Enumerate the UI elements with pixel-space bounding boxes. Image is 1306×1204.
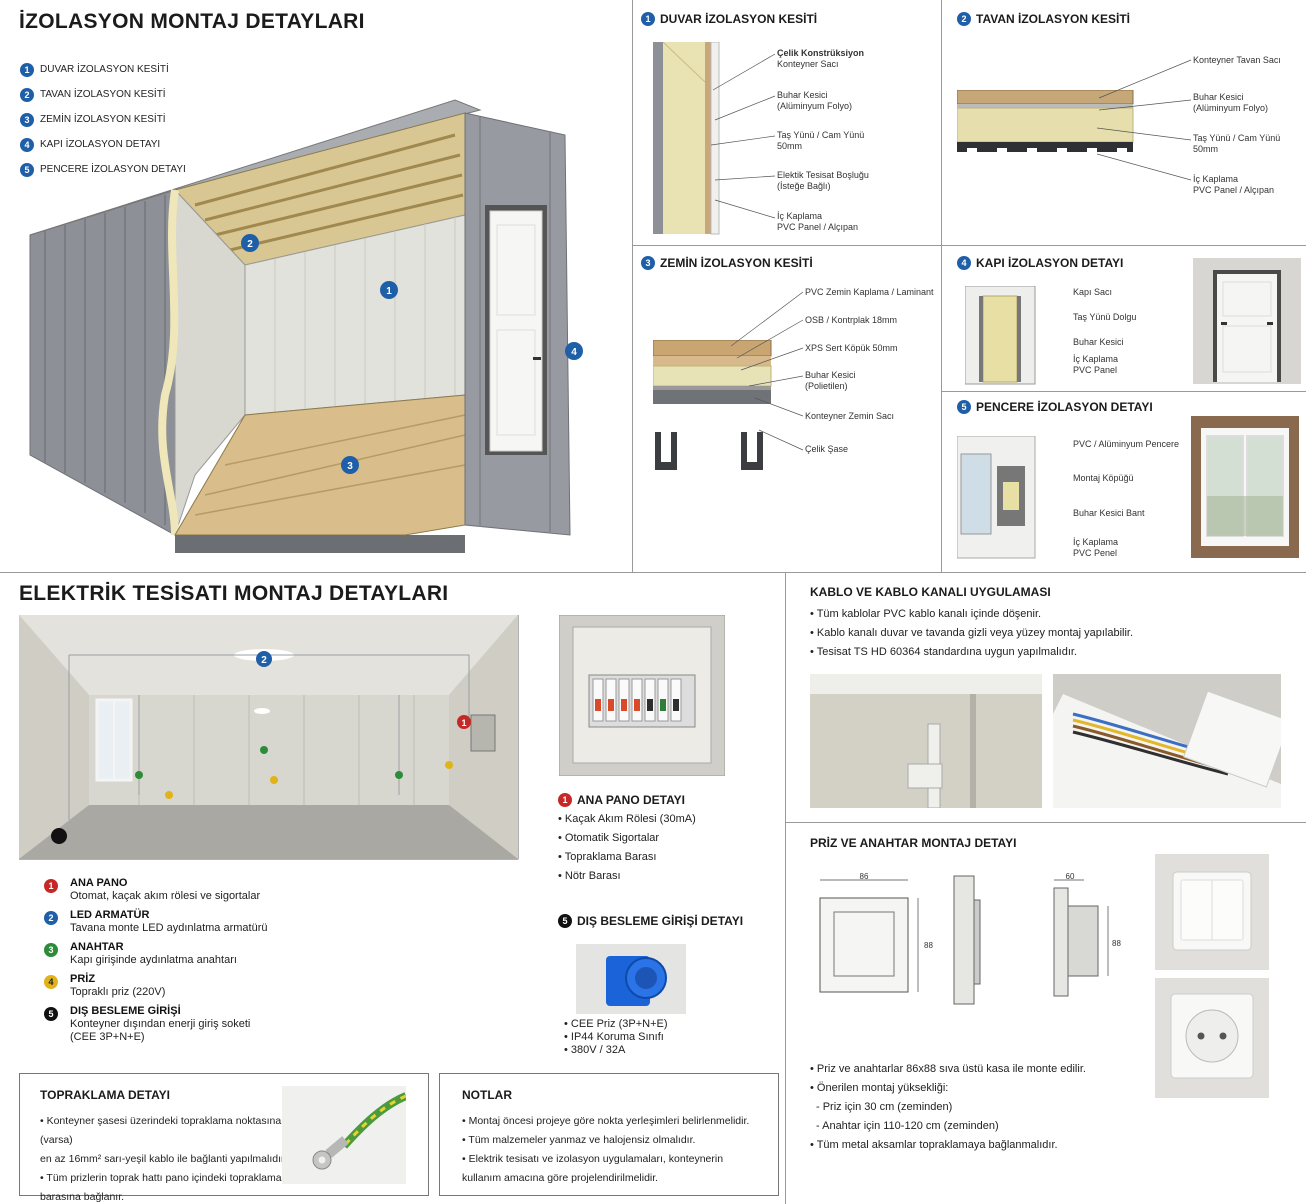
badge-icon: 3 xyxy=(44,943,58,957)
socket-section-title: PRİZ VE ANAHTAR MONTAJ DETAYI xyxy=(810,836,1017,850)
divider xyxy=(632,245,1306,246)
window-section-title: PENCERE İZOLASYON DETAYI xyxy=(976,400,1153,414)
wall-section-title: DUVAR İZOLASYON KESİTİ xyxy=(660,12,818,26)
badge-icon: 1 xyxy=(558,793,572,807)
door-photo xyxy=(1193,258,1301,384)
badge-icon: 5 xyxy=(44,1007,58,1021)
badge-icon: 5 xyxy=(558,914,572,928)
grounding-detail-box: TOPRAKLAMA DETAYI • Konteyner şasesi üze… xyxy=(19,1073,429,1203)
badge-icon: 4 xyxy=(44,975,58,989)
svg-text:3: 3 xyxy=(347,461,353,472)
container-cutaway-illustration: 2 1 3 4 xyxy=(29,99,583,553)
main-panel-photo xyxy=(559,615,725,776)
cee-socket-photo xyxy=(576,944,686,1014)
svg-text:4: 4 xyxy=(571,347,577,358)
divider xyxy=(785,822,1306,823)
svg-text:2: 2 xyxy=(261,655,267,666)
notes-box: NOTLAR • Montaj öncesi projeye göre nokt… xyxy=(439,1073,779,1196)
grounded-socket-photo xyxy=(1155,978,1269,1098)
cable-duct-section: KABLO VE KABLO KANALI UYGULAMASI • Tüm k… xyxy=(810,585,1300,662)
badge-icon: 4 xyxy=(20,137,34,152)
insulation-title: İZOLASYON MONTAJ DETAYLARI xyxy=(19,10,365,33)
floor-section-title: ZEMİN İZOLASYON KESİTİ xyxy=(660,256,813,270)
svg-text:88: 88 xyxy=(924,941,933,950)
socket-dimension-drawing: 86 88 60 88 xyxy=(819,872,1121,1005)
divider xyxy=(941,391,1306,392)
panel-detail-title: ANA PANO DETAYI xyxy=(577,793,686,807)
svg-text:1: 1 xyxy=(461,718,466,728)
badge-icon: 2 xyxy=(44,911,58,925)
svg-text:1: 1 xyxy=(386,286,392,297)
divider xyxy=(941,0,942,572)
leader-lines xyxy=(731,291,804,451)
socket-notes: • Priz ve anahtarlar 86x88 sıva üstü kas… xyxy=(810,1063,1086,1151)
supply-detail-title: DIŞ BESLEME GİRİŞİ DETAYI xyxy=(577,914,744,928)
badge-icon: 1 xyxy=(641,12,655,26)
divider xyxy=(785,573,786,1204)
divider xyxy=(0,572,1306,573)
grounding-cable-photo xyxy=(282,1086,406,1184)
badge-icon: 5 xyxy=(957,400,971,414)
grounding-title: TOPRAKLAMA DETAYI xyxy=(40,1088,171,1102)
leader-lines xyxy=(1097,59,1192,181)
badge-icon: 1 xyxy=(20,62,34,77)
badge-icon: 3 xyxy=(641,256,655,270)
badge-icon: 1 xyxy=(44,879,58,893)
badge-icon: 2 xyxy=(957,12,971,26)
divider xyxy=(632,0,633,572)
svg-text:2: 2 xyxy=(247,239,253,250)
ceiling-section-title: TAVAN İZOLASYON KESİTİ xyxy=(976,12,1131,26)
cable-section-title: KABLO VE KABLO KANALI UYGULAMASI xyxy=(810,585,1051,599)
notes-title: NOTLAR xyxy=(462,1088,512,1102)
wall-section-drawing xyxy=(653,42,720,235)
svg-text:60: 60 xyxy=(1066,872,1075,881)
badge-icon: 5 xyxy=(20,162,34,177)
light-switch-photo xyxy=(1155,854,1269,970)
floor-section-drawing xyxy=(653,340,772,470)
svg-text:86: 86 xyxy=(860,872,869,881)
cable-duct-photo-closeup xyxy=(1053,674,1281,808)
door-section-title: KAPI İZOLASYON DETAYI xyxy=(976,256,1124,270)
electrical-room-illustration: 2 1 xyxy=(19,615,519,860)
window-section-drawing xyxy=(957,436,1036,559)
window-photo xyxy=(1191,416,1299,558)
cable-duct-photo-wall xyxy=(810,674,1042,808)
svg-text:88: 88 xyxy=(1112,939,1121,948)
badge-icon: 4 xyxy=(957,256,971,270)
leader-lines xyxy=(711,53,776,219)
ceiling-section-drawing xyxy=(957,90,1134,152)
badge-icon: 3 xyxy=(20,112,34,127)
badge-icon: 2 xyxy=(20,87,34,102)
door-section-drawing xyxy=(965,286,1036,385)
electrical-title: ELEKTRİK TESİSATI MONTAJ DETAYLARI xyxy=(19,582,449,605)
